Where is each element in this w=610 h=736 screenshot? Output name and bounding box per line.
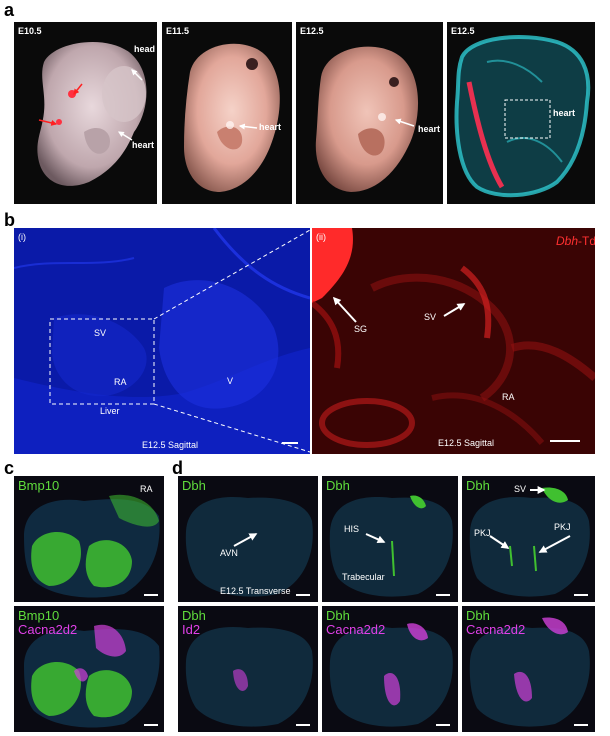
scale-bar bbox=[436, 594, 450, 596]
head-label: head bbox=[134, 44, 156, 54]
pkj-label-left: PKJ bbox=[474, 528, 491, 538]
subpanel-tag: (i) bbox=[18, 232, 26, 242]
gene2-label: Cacna2d2 bbox=[466, 622, 526, 637]
dbh-td-sagittal-image: (ii) Dbh-Td SG SV RA E12.5 Sagittal bbox=[312, 228, 595, 454]
stage-label: E12.5 bbox=[300, 26, 324, 36]
image-caption: E12.5 Transverse bbox=[220, 586, 291, 596]
panel-label-d: d bbox=[172, 458, 183, 478]
scale-bar bbox=[436, 724, 450, 726]
sg-label: SG bbox=[354, 324, 368, 334]
stage-label: E11.5 bbox=[166, 26, 190, 36]
ra-label: RA bbox=[140, 484, 153, 494]
dbh-pkj-section-image: Dbh SV PKJ PKJ bbox=[462, 476, 595, 602]
scale-bar bbox=[574, 594, 588, 596]
v-label: V bbox=[227, 376, 234, 386]
dbh-avn-section-image: Dbh AVN E12.5 Transverse bbox=[178, 476, 318, 602]
image-caption: E12.5 Sagittal bbox=[438, 438, 495, 448]
scale-bar bbox=[144, 724, 158, 726]
heart-label: heart bbox=[418, 124, 441, 134]
scale-bar bbox=[574, 724, 588, 726]
image-caption: E12.5 Sagittal bbox=[142, 440, 199, 450]
dbh-cacna2d2-section-image: Dbh Cacna2d2 bbox=[322, 606, 458, 732]
panel-label-b: b bbox=[4, 210, 15, 230]
panel-label-c: c bbox=[4, 458, 15, 478]
embryo-section-e12-5: E12.5 heart bbox=[447, 22, 595, 204]
dbh-cacna2d2-section-image-2: Dbh Cacna2d2 bbox=[462, 606, 595, 732]
gene2-label: Cacna2d2 bbox=[18, 622, 78, 637]
dbh-his-section-image: Dbh HIS Trabecular bbox=[322, 476, 458, 602]
ra-label: RA bbox=[502, 392, 515, 402]
scale-bar bbox=[296, 724, 310, 726]
gene-label: Bmp10 bbox=[18, 478, 60, 493]
gene-label: Dbh bbox=[326, 478, 350, 493]
bmp10-section-image: Bmp10 RA bbox=[14, 476, 164, 602]
stage-label: E10.5 bbox=[18, 26, 42, 36]
sv-label: SV bbox=[94, 328, 107, 338]
subpanel-tag: (ii) bbox=[316, 232, 326, 242]
pkj-label-right: PKJ bbox=[554, 522, 571, 532]
embryo-image-e11-5: E11.5 heart bbox=[162, 22, 292, 204]
sv-label: SV bbox=[514, 484, 527, 494]
gene2-label: Cacna2d2 bbox=[326, 622, 386, 637]
ra-label: RA bbox=[114, 377, 127, 387]
embryo-image-e12-5: E12.5 heart bbox=[296, 22, 443, 204]
dapi-sagittal-image: (i) SV RA V Liver E12.5 Sagittal bbox=[14, 228, 310, 454]
his-label: HIS bbox=[344, 524, 360, 534]
marker-label: Dbh-Td bbox=[556, 234, 595, 248]
gene-label: Dbh bbox=[182, 478, 206, 493]
gene-label: Dbh bbox=[466, 478, 490, 493]
sv-label: SV bbox=[424, 312, 437, 322]
gene1-label: Dbh bbox=[466, 608, 490, 623]
avn-label: AVN bbox=[220, 548, 238, 558]
gene1-label: Dbh bbox=[182, 608, 206, 623]
scale-bar bbox=[550, 440, 580, 442]
embryo-image-e10-5: E10.5 head heart bbox=[14, 22, 157, 204]
scale-bar bbox=[282, 442, 298, 444]
heart-label: heart bbox=[553, 108, 576, 118]
dbh-id2-section-image: Dbh Id2 bbox=[178, 606, 318, 732]
scale-bar bbox=[144, 594, 158, 596]
gene1-label: Dbh bbox=[326, 608, 350, 623]
scale-bar bbox=[296, 594, 310, 596]
trabecular-label: Trabecular bbox=[342, 572, 385, 582]
panel-label-a: a bbox=[4, 0, 15, 20]
stage-label: E12.5 bbox=[451, 26, 475, 36]
bmp10-cacna2d2-section-image: Bmp10 Cacna2d2 bbox=[14, 606, 164, 732]
gene1-label: Bmp10 bbox=[18, 608, 60, 623]
liver-label: Liver bbox=[100, 406, 120, 416]
heart-label: heart bbox=[259, 122, 282, 132]
heart-label: heart bbox=[132, 140, 155, 150]
gene2-label: Id2 bbox=[182, 622, 201, 637]
